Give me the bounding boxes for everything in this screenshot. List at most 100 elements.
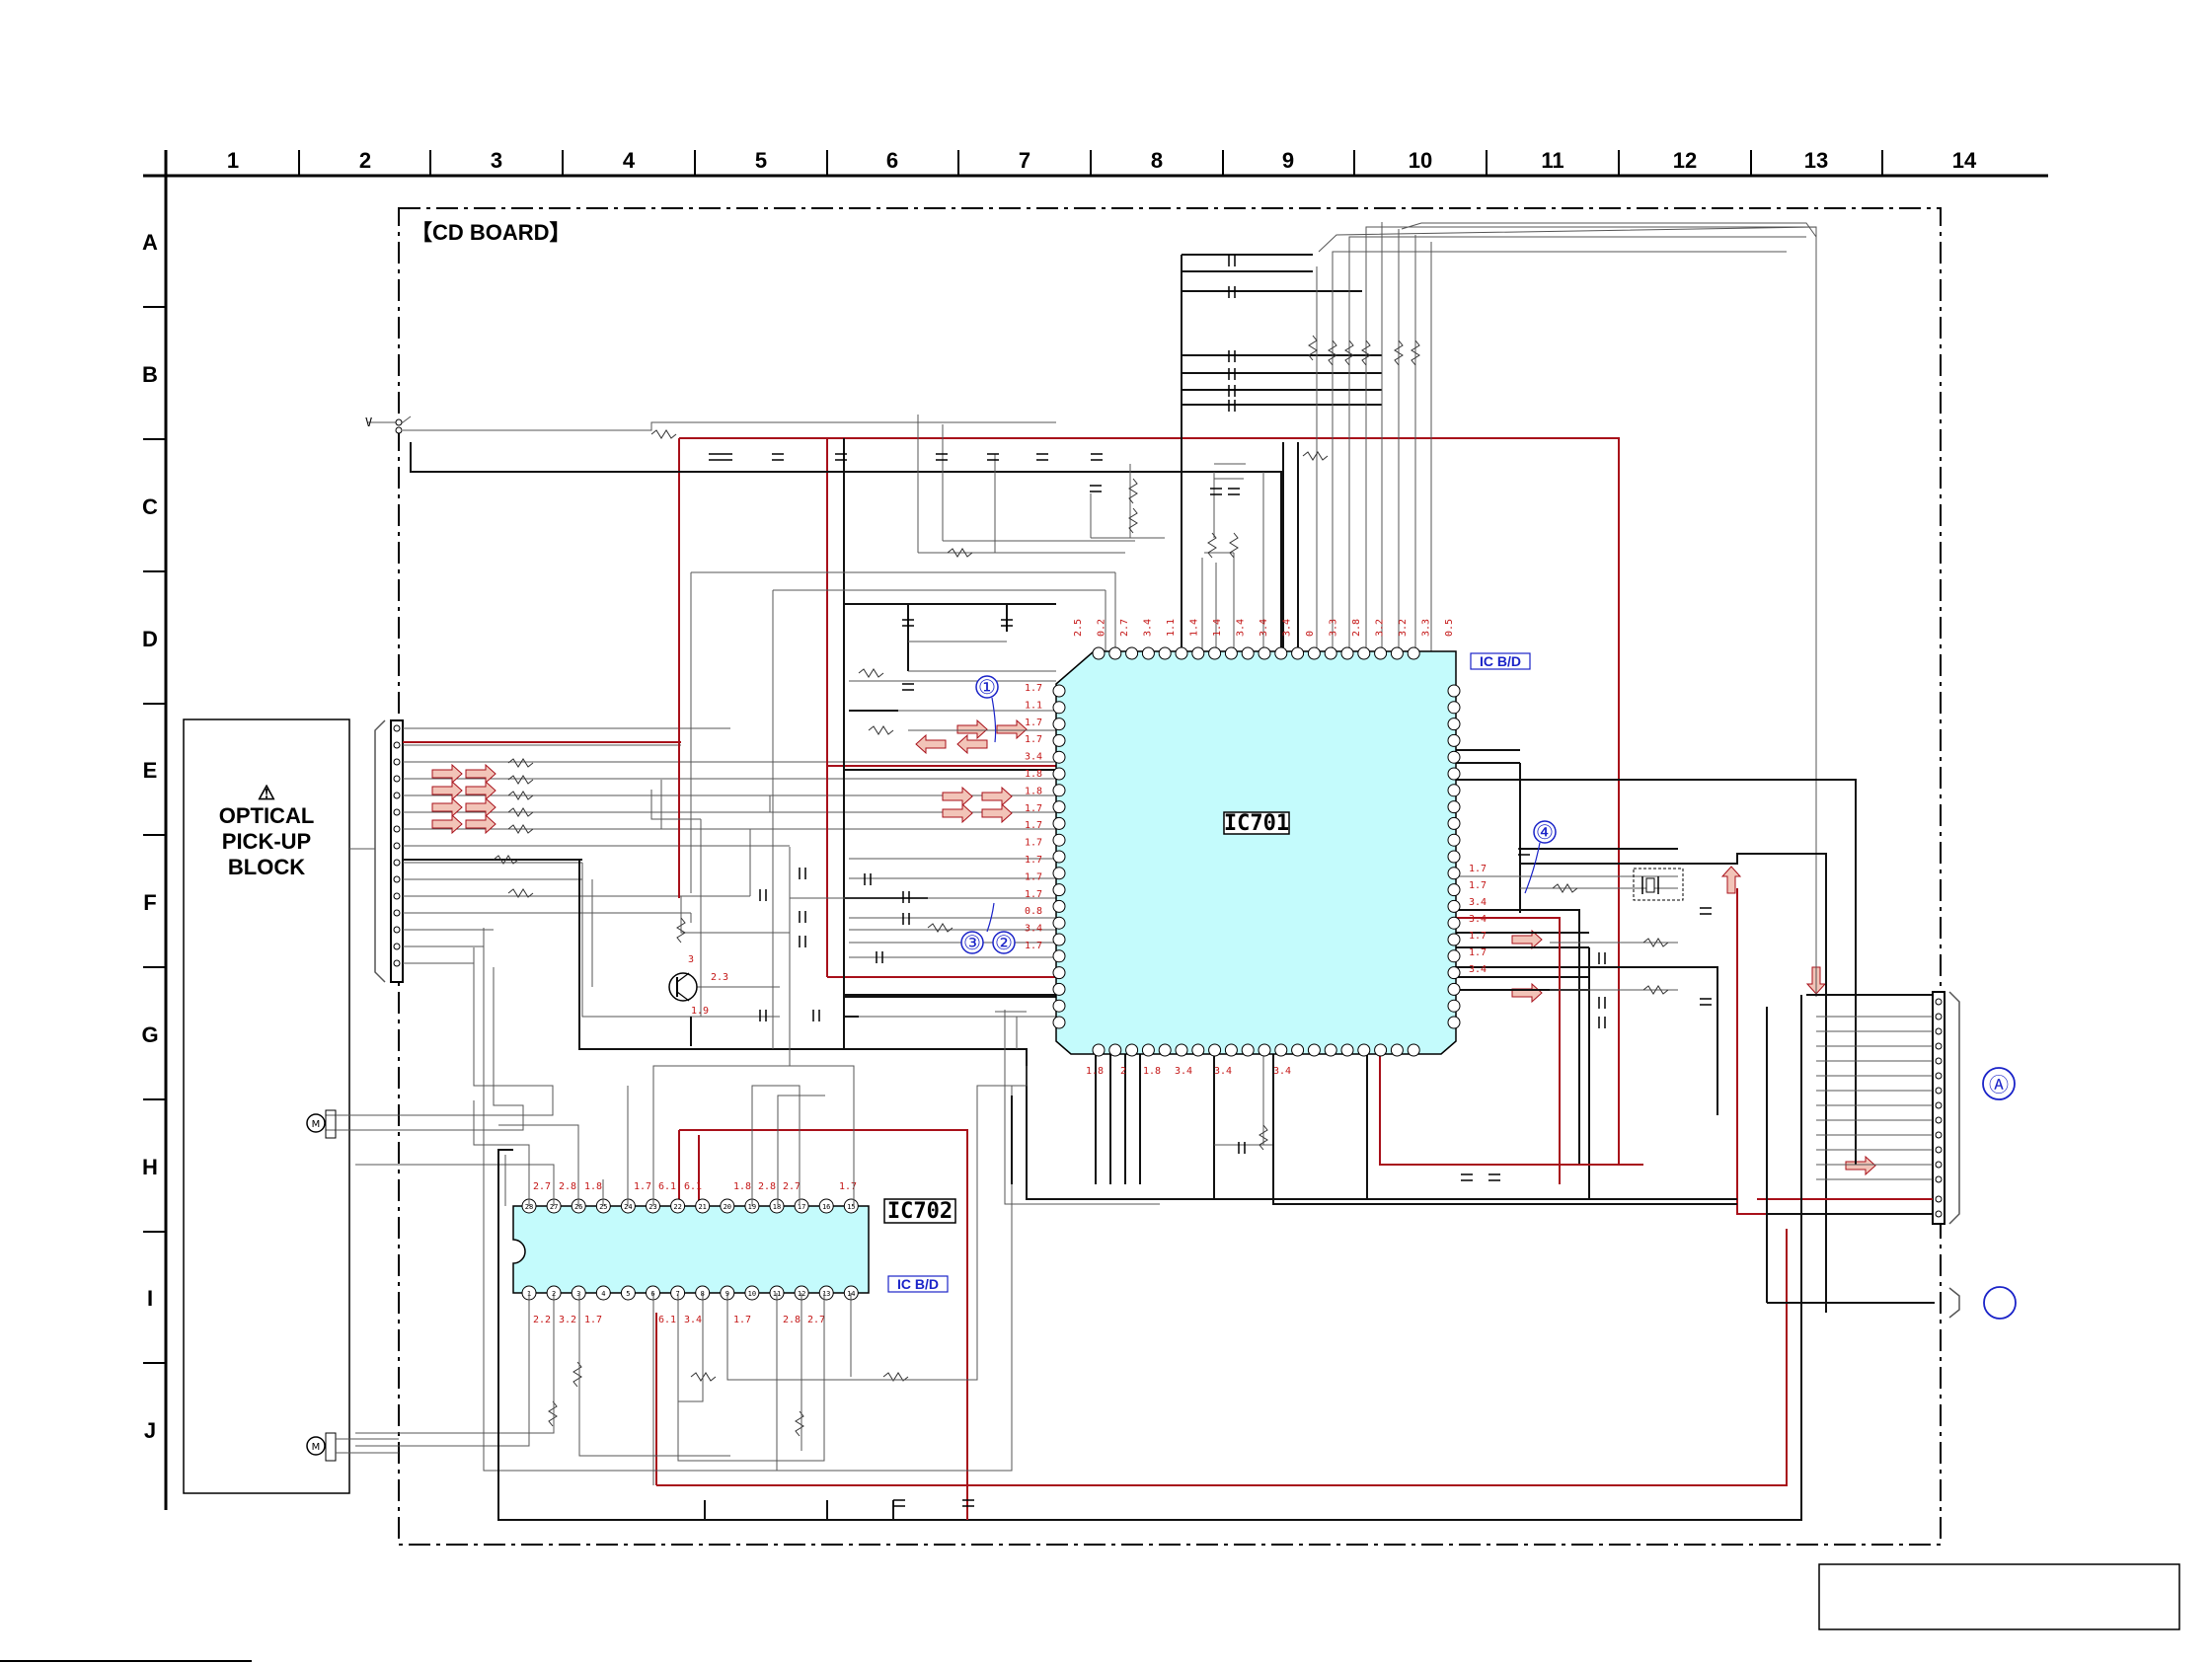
ic701-pin [1447,767,1461,781]
ic701-pin [1224,646,1238,660]
ic702-top-voltage: 6.1 [658,1181,676,1192]
ic701-top-voltage: 2.7 [1119,619,1130,637]
ic701-pin [1052,933,1066,946]
ic701-pin [1357,1043,1371,1057]
ic702-top-voltage: 1.7 [839,1181,857,1192]
ic701-top-voltage: 3.3 [1329,619,1339,637]
ic701-top-voltage: 3.4 [1236,619,1247,637]
ic701-pin [1447,733,1461,747]
ic702-pin [818,1285,834,1301]
col-13: 13 [1804,148,1828,173]
ic701-pin [1052,718,1066,731]
ic702-pin-number: 21 [698,1203,706,1211]
ic702-pin-number: 19 [748,1203,756,1211]
ref-2: ② [995,933,1013,954]
ic701-top-voltage: 1.4 [1212,619,1223,637]
ic701-pin [1340,1043,1354,1057]
ic701-pin [1052,949,1066,963]
ic701-pin [1052,850,1066,864]
ic702-bottom-voltage: 6.1 [658,1315,676,1325]
ic701-top-voltage: 2.8 [1351,619,1362,637]
col-12: 12 [1673,148,1697,173]
ic701-right-voltage: 1.7 [1469,947,1487,958]
ic701-top-voltage: 3.4 [1259,619,1269,637]
ic701-pin [1208,646,1222,660]
row-B: B [142,362,158,387]
ic701-pin [1052,999,1066,1013]
motors: M M [306,1109,399,1462]
ic702-bottom-voltage: 2.2 [533,1315,551,1325]
pickup-line-2: PICK-UP [222,829,311,854]
reference-marks: ① ③ ② ④ Ⓐ [960,675,2017,1320]
ic702-bottom-voltage: 3.4 [684,1315,702,1325]
ic701-pin [1447,982,1461,996]
ic701-pin [1141,1043,1155,1057]
ic701-left-voltage: 1.1 [1025,700,1042,711]
svg-text:M: M [312,1119,321,1130]
row-C: C [142,494,158,519]
ic701-pin [1052,966,1066,980]
ref-1: ① [978,677,996,699]
col-3: 3 [491,148,502,173]
row-E: E [143,758,158,783]
ic702-top-voltage: 1.8 [733,1181,751,1192]
ic701-pin [1052,733,1066,747]
board-outline [398,207,1942,1546]
ic702-pin-number: 10 [748,1290,756,1298]
ic701-pin [1447,684,1461,698]
ic701-pin [1191,1043,1205,1057]
ic701-top-voltage: 0.5 [1444,619,1455,637]
ic701-bottom-voltage: 3.4 [1175,1066,1192,1077]
ic701-left-voltage: 1.7 [1025,803,1042,814]
ic701-left-voltage: 1.7 [1025,871,1042,882]
ic701-right-voltage: 3.4 [1469,914,1487,925]
ic701-pin [1052,767,1066,781]
ic701-label: IC701 [1224,811,1289,836]
ic701-pin [1258,646,1271,660]
ic702-pin-number: 25 [599,1203,607,1211]
ic701-left-voltage: 1.7 [1025,683,1042,694]
ic701-top-voltage: 0 [1305,631,1316,637]
col-7: 7 [1019,148,1030,173]
ic701-pin [1447,850,1461,864]
ic701-right-voltage: 1.7 [1469,864,1487,874]
ic702-pin [620,1285,636,1301]
pickup-connector [349,719,1056,983]
ic701-pin [1324,646,1337,660]
ic701-pin [1108,1043,1122,1057]
ic702-top-voltage: 1.8 [584,1181,602,1192]
row-G: G [141,1022,158,1047]
signal-arrows [431,718,1876,1176]
sled-motor-icon [306,1436,326,1456]
ic702-pin-number: 3 [576,1290,580,1298]
ic701-pin [1447,701,1461,715]
ic701-pin [1447,966,1461,980]
ic701-pin [1274,1043,1288,1057]
ic701-pin [1092,1043,1106,1057]
ic701-pin [1125,1043,1139,1057]
row-H: H [142,1155,158,1179]
ic701-left-voltage: 1.7 [1025,734,1042,745]
ic701-pin [1447,750,1461,764]
ic701-left-voltage: 1.7 [1025,941,1042,951]
ic702-pin-number: 23 [648,1203,656,1211]
ic701-pin [1052,816,1066,830]
ic701-pin [1052,833,1066,847]
ic701-pin [1052,800,1066,814]
row-I: I [147,1286,153,1311]
tr-volt-2: 2.3 [711,972,728,983]
pickup-line-1: OPTICAL [219,803,315,828]
passives [493,255,1712,1507]
ic701-left-wiring [581,415,1299,1066]
ic702-pin-number: 18 [773,1203,781,1211]
ic702-pin-number: 17 [798,1203,805,1211]
ic702-pin [843,1198,859,1214]
ic701-pin [1052,883,1066,897]
ref-4: ④ [1536,822,1554,844]
ic702-pin [571,1285,586,1301]
ic701-pin [1390,646,1404,660]
ic701-top-voltage: 3.3 [1421,619,1432,637]
